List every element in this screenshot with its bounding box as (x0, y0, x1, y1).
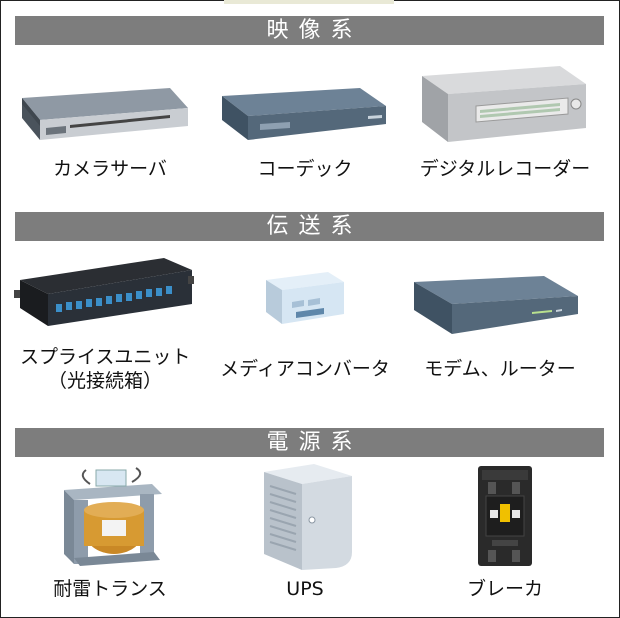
label-lightning-transformer: 耐雷トランス (53, 578, 167, 600)
label-media-converter: メディアコンバータ (220, 358, 390, 380)
label-ups: UPS (286, 578, 324, 600)
section-header-power: 電源系 (15, 428, 604, 457)
top-mark (224, 0, 394, 4)
section-header-video: 映像系 (15, 16, 604, 45)
breaker-icon (478, 466, 532, 566)
ups-icon (264, 464, 352, 570)
label-splice-unit-sub: （光接続箱） (47, 370, 162, 392)
label-digital-recorder: デジタルレコーダー (419, 158, 591, 180)
label-modem-router: モデム、ルーター (424, 358, 576, 380)
splice-unit-icon (14, 258, 194, 326)
codec-icon (222, 88, 386, 140)
section-header-transmission: 伝送系 (15, 212, 604, 241)
digital-recorder-icon (422, 66, 586, 142)
label-codec: コーデック (257, 158, 353, 180)
label-splice-unit: スプライスユニット (20, 346, 191, 368)
label-breaker: ブレーカ (466, 578, 543, 600)
label-camera-server: カメラサーバ (53, 158, 167, 180)
media-converter-icon (266, 272, 344, 324)
lightning-transformer-icon (64, 467, 162, 566)
camera-server-icon (22, 88, 188, 140)
modem-router-icon (414, 276, 578, 334)
